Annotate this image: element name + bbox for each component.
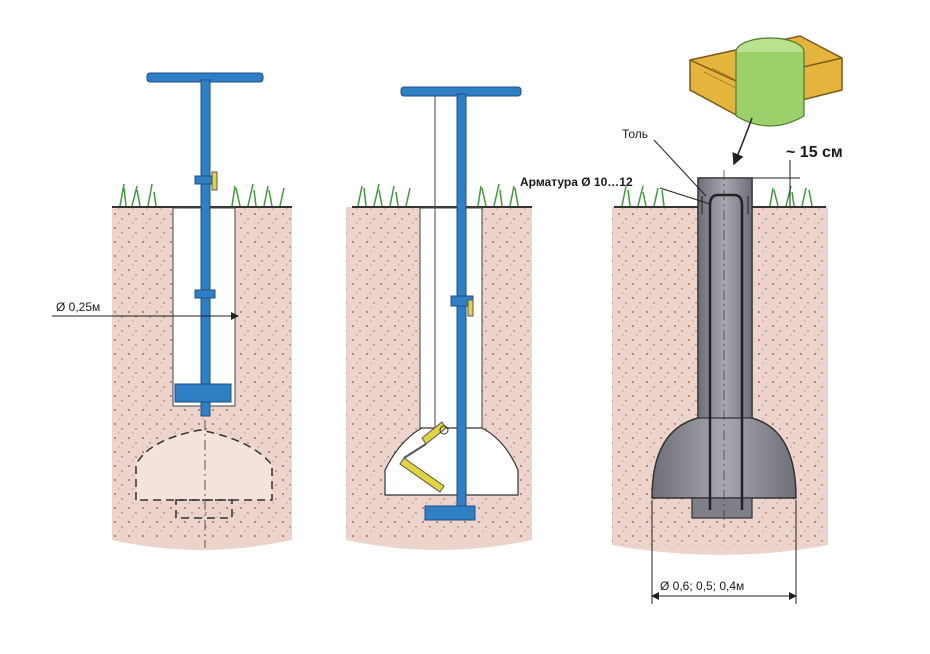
left-hole-diameter-label: Ø 0,25м <box>56 300 100 314</box>
hand-drill-icon <box>146 72 264 417</box>
base-outline-left <box>135 429 273 501</box>
hole-middle <box>419 207 483 429</box>
grass-left <box>119 183 285 207</box>
rebar-leader <box>659 187 711 205</box>
height-above-ground-label: ~ 15 см <box>786 144 843 161</box>
left-panel: Ø 0,25м <box>52 72 292 550</box>
right-panel: Толь Арматура Ø 10…12 ~ 15 см Ø 0,6; 0,5… <box>520 35 843 604</box>
grass-middle <box>357 183 519 207</box>
roofing-felt-label: Толь <box>622 127 648 141</box>
wooden-formwork-icon <box>689 35 843 127</box>
rebar-label: Арматура Ø 10…12 <box>520 175 633 189</box>
roofing-felt-leader <box>653 139 707 197</box>
formwork-arrow <box>732 117 753 166</box>
base-step-left <box>175 499 233 519</box>
middle-panel <box>346 86 532 550</box>
drill-with-expander-icon <box>399 86 522 521</box>
base-diameters-label: Ø 0,6; 0,5; 0,4м <box>660 579 744 593</box>
rebar <box>708 193 744 510</box>
grass-right <box>621 185 813 207</box>
base-cavity-middle <box>384 427 519 496</box>
